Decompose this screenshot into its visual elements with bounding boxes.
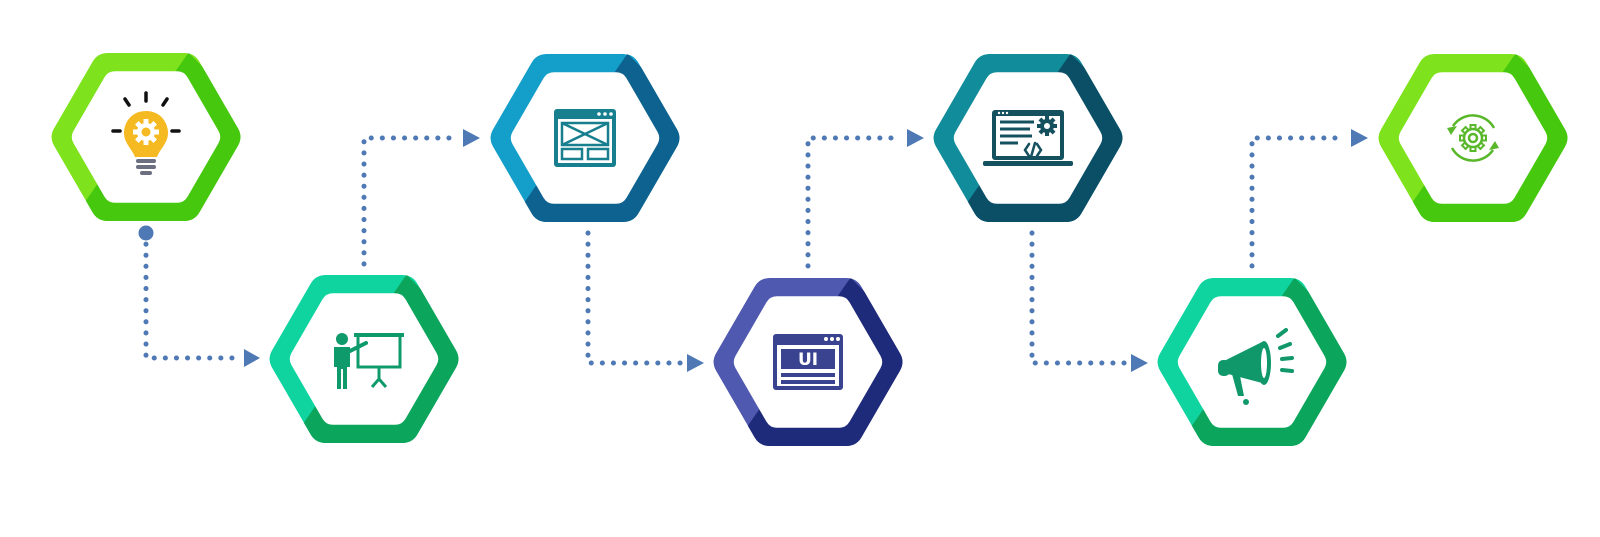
step-idea: [51, 53, 241, 221]
steps: UI: [51, 53, 1568, 446]
dotted-line: [1029, 230, 1129, 366]
dotted-line: [361, 135, 461, 267]
step-ui-design: UI: [713, 278, 903, 446]
connectors: [138, 129, 1368, 372]
arrowhead-icon: [1351, 129, 1368, 147]
hex-inner: [289, 293, 439, 425]
wireframe-window-icon: [554, 109, 616, 167]
connector-1: [138, 225, 260, 367]
dotted-line: [143, 230, 243, 361]
step-presentation: [269, 275, 459, 443]
connector-3: [585, 230, 704, 372]
lightbulb-gear-icon: [111, 91, 181, 175]
dotted-line: [1249, 135, 1349, 269]
presenter-board-icon: [334, 333, 404, 389]
step-maintenance: [1378, 54, 1568, 222]
gear-refresh-icon: [1447, 114, 1499, 162]
dotted-line: [585, 230, 685, 366]
ui-window-icon: UI: [773, 334, 843, 390]
arrowhead-icon: [1131, 354, 1148, 372]
megaphone-icon: [1218, 328, 1294, 405]
connector-6: [1249, 129, 1368, 269]
ui-label: UI: [798, 350, 818, 370]
step-wireframe: [490, 54, 680, 222]
arrowhead-icon: [244, 349, 260, 367]
connector-5: [1029, 230, 1148, 372]
connector-2: [361, 129, 480, 267]
dotted-line: [805, 135, 905, 269]
arrowhead-icon: [463, 129, 480, 147]
arrowhead-icon: [687, 354, 704, 372]
arrowhead-icon: [907, 129, 924, 147]
connector-4: [805, 129, 924, 269]
start-dot: [138, 225, 154, 241]
laptop-code-icon: [983, 110, 1073, 166]
step-marketing: [1157, 278, 1347, 446]
step-development: [933, 54, 1123, 222]
